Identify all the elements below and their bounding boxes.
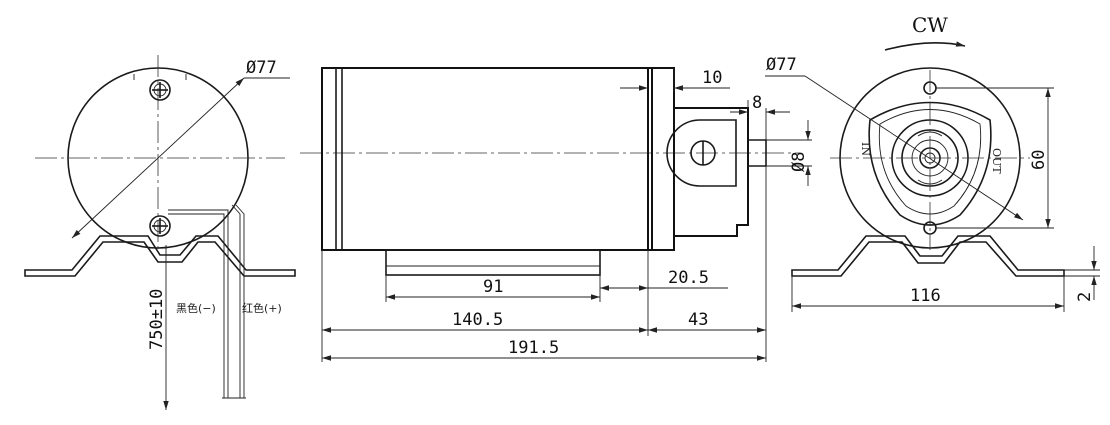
dim-base-width-label: 116 bbox=[910, 286, 941, 306]
front-diameter-leader bbox=[71, 77, 245, 239]
dim-base-thickness-label: 2 bbox=[1075, 292, 1095, 302]
pump-eyelet bbox=[666, 119, 737, 187]
black-wire-label: 黑色(−) bbox=[176, 301, 216, 315]
rotation-label: CW bbox=[912, 13, 948, 37]
dim-body-offset-label: 20.5 bbox=[668, 268, 709, 288]
port-out-label: OUT bbox=[990, 148, 1003, 174]
lead-length-label: 750±10 bbox=[147, 289, 167, 350]
dim-pump-length-label: 43 bbox=[688, 310, 708, 330]
front-bracket bbox=[24, 235, 296, 277]
dim-shaft-diameter-label: Ø8 bbox=[789, 152, 809, 172]
pump-shaft bbox=[748, 139, 767, 167]
dim-total-length-label: 191.5 bbox=[508, 338, 559, 358]
side-view: 10 8 Ø8 91 20.5 140.5 43 191.5 bbox=[300, 67, 812, 362]
front-terminal-top bbox=[133, 74, 187, 101]
mounting-base bbox=[385, 249, 601, 276]
dim-flange-label: 10 bbox=[702, 68, 722, 88]
front-view: Ø77 750±10 黑色(−) 红色(+) bbox=[24, 55, 296, 410]
port-in-label: IN bbox=[859, 142, 872, 156]
end-pump-plate bbox=[868, 101, 992, 226]
end-diameter-label: Ø77 bbox=[766, 55, 797, 75]
front-diameter-label: Ø77 bbox=[246, 58, 277, 78]
dim-hole-spacing-label: 60 bbox=[1029, 150, 1049, 170]
pump-head bbox=[673, 107, 749, 237]
motor-body bbox=[321, 67, 653, 251]
red-wire-label: 红色(+) bbox=[242, 301, 282, 315]
end-diameter-leader bbox=[804, 75, 1024, 221]
lead-wire-black bbox=[168, 209, 229, 398]
rotation-arrow bbox=[884, 41, 966, 51]
lead-wire-red bbox=[231, 204, 245, 398]
end-bracket bbox=[791, 235, 1065, 277]
dim-body-length-label: 140.5 bbox=[452, 310, 503, 330]
end-view: IN OUT CW Ø77 60 116 2 bbox=[765, 13, 1100, 312]
front-terminal-bottom bbox=[149, 215, 171, 237]
dim-shaft-step-label: 8 bbox=[752, 93, 762, 113]
dim-mount-length-label: 91 bbox=[483, 277, 503, 297]
